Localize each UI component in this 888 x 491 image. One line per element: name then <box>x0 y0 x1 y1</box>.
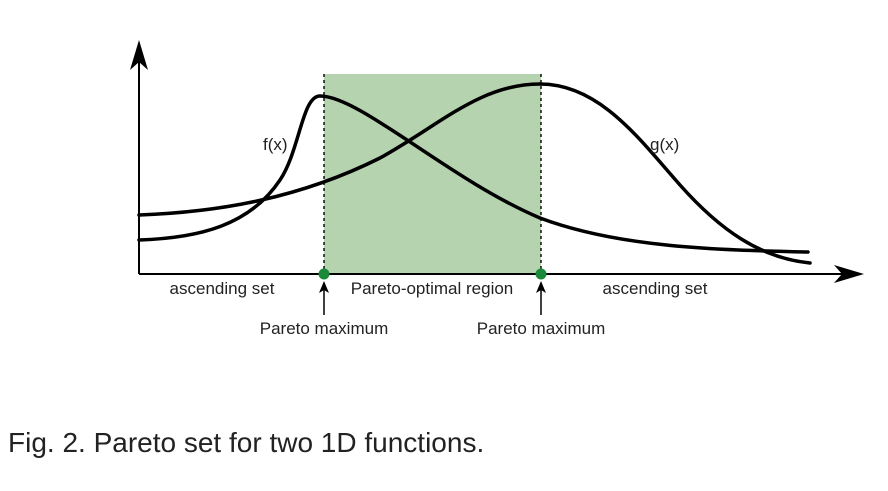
pareto-optimal-region-label: Pareto-optimal region <box>351 279 514 298</box>
pareto-optimal-region-fill <box>324 74 541 274</box>
f-curve-label: f(x) <box>263 135 288 154</box>
x-axis-arrowhead <box>834 265 864 283</box>
pareto-maximum-point-left <box>318 268 330 280</box>
ascending-set-left-label: ascending set <box>170 279 275 298</box>
pareto-maximum-point-right <box>535 268 547 280</box>
pareto-maximum-label-right: Pareto maximum <box>477 319 605 338</box>
g-curve <box>137 82 812 265</box>
f-curve <box>137 94 810 254</box>
y-axis-arrowhead <box>130 40 148 70</box>
figure-caption: Fig. 2. Pareto set for two 1D functions. <box>8 427 484 458</box>
pareto-maximum-arrowhead-right <box>536 281 546 293</box>
g-curve-label: g(x) <box>650 135 679 154</box>
ascending-set-right-label: ascending set <box>603 279 708 298</box>
pareto-maximum-arrowhead-left <box>319 281 329 293</box>
pareto-maximum-label-left: Pareto maximum <box>260 319 388 338</box>
